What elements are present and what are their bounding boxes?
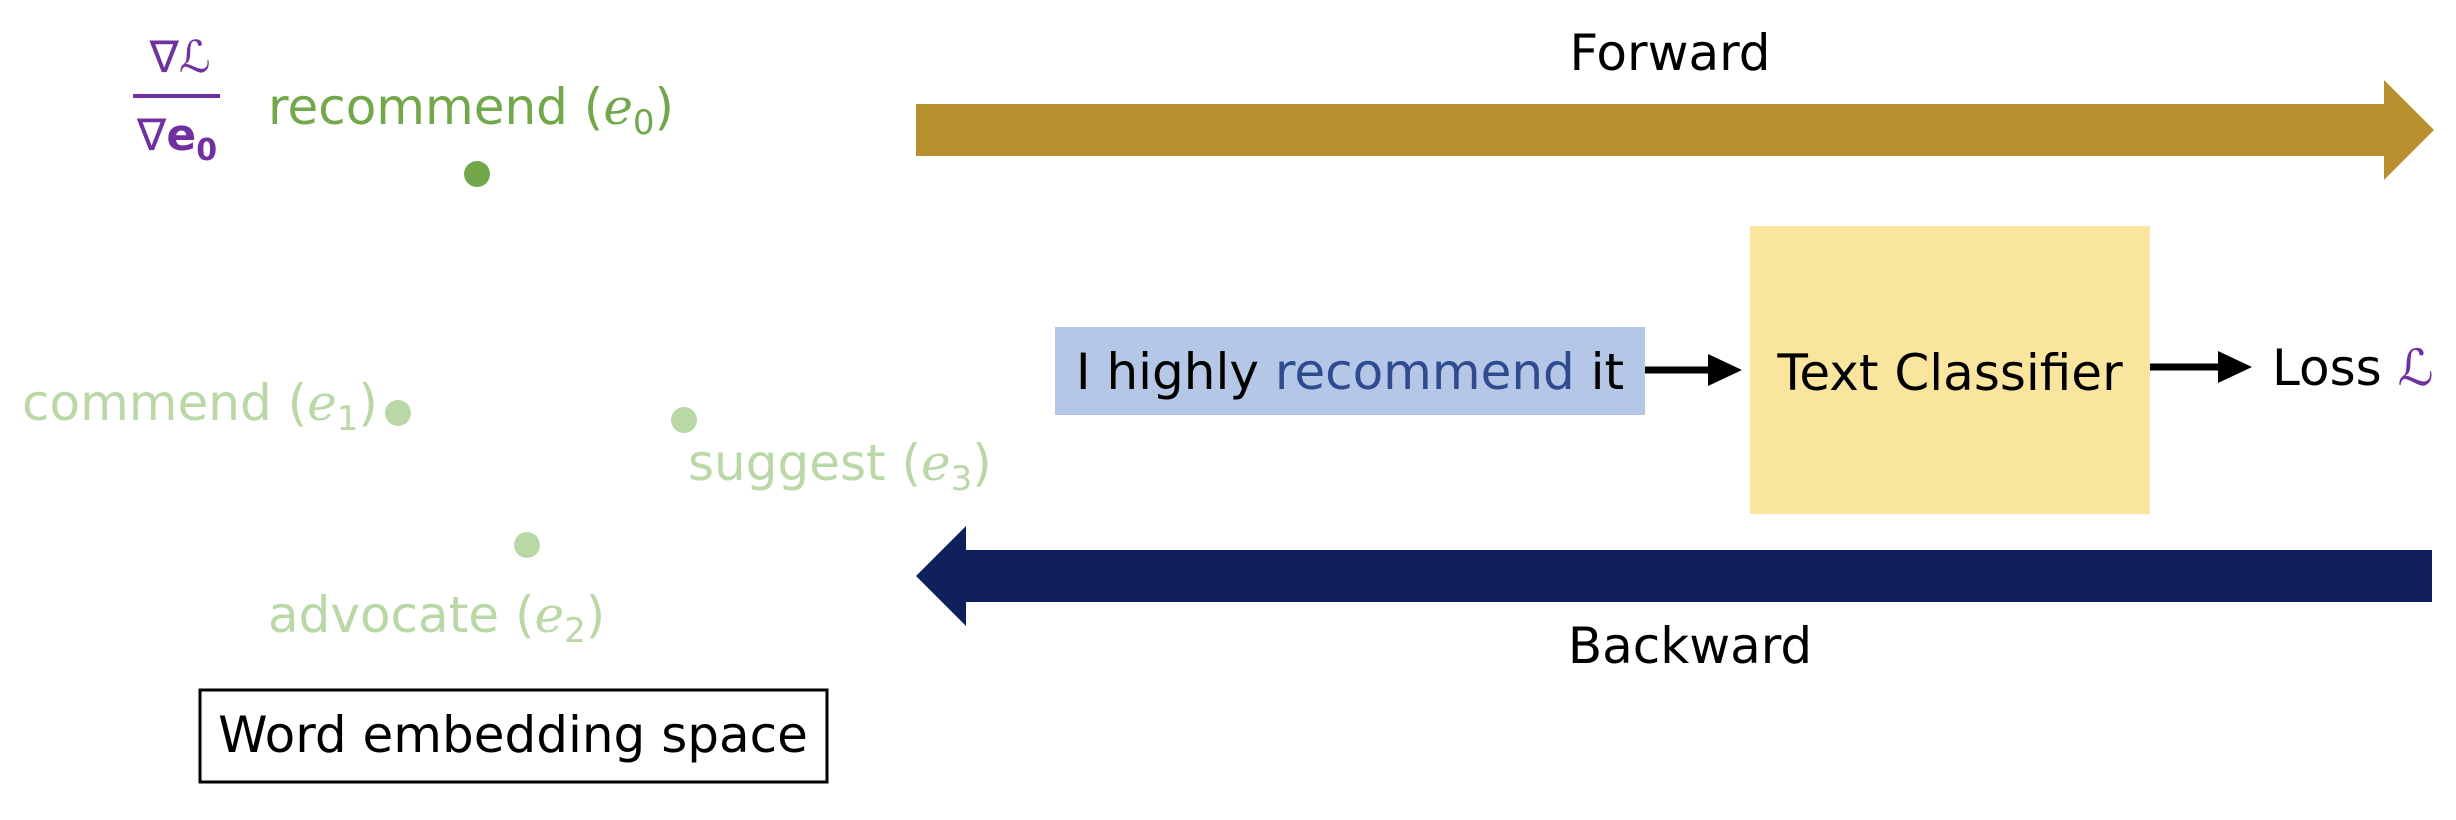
backward-arrow-group: Backward [916,526,2432,675]
gradient-fraction: ∇ℒ ∇e0 [133,32,220,168]
word-label-e1: commend (e1) [22,374,378,439]
word-label-e2: advocate (e2) [268,586,605,651]
embedding-labels: recommend (e0) commend (e1) suggest (e3)… [22,78,992,651]
classifier-to-loss-arrow [2150,351,2252,383]
input-to-classifier-arrow [1645,354,1742,386]
forward-label: Forward [1569,24,1770,82]
text-classifier-group: Text Classifier [1750,226,2150,514]
loss-label: Loss ℒ [2272,339,2434,397]
gradient-numerator: ∇ℒ [148,32,210,83]
word-label-e3: suggest (e3) [688,434,992,499]
embedding-space-box: Word embedding space [198,688,829,784]
backward-arrow [916,526,2432,626]
text-classifier-label: Text Classifier [1776,344,2123,402]
embedding-point-e0 [464,161,490,187]
forward-arrow [916,80,2434,180]
embedding-points [385,161,697,558]
gradient-denominator: ∇e0 [136,110,217,168]
input-sentence-box [1055,327,1645,415]
forward-arrow-group: Forward [916,24,2434,180]
embedding-space-frame [198,688,829,784]
embedding-point-e3 [671,407,697,433]
input-sentence: I highly recommend it [1076,343,1624,401]
word-label-e0: recommend (e0) [268,78,674,143]
embedding-space-label: Word embedding space [218,706,808,764]
embedding-point-e2 [514,532,540,558]
embedding-point-e1 [385,400,411,426]
backward-label: Backward [1568,617,1812,675]
text-classifier-box [1750,226,2150,514]
input-sentence-group: I highly recommend it [1055,327,1645,415]
